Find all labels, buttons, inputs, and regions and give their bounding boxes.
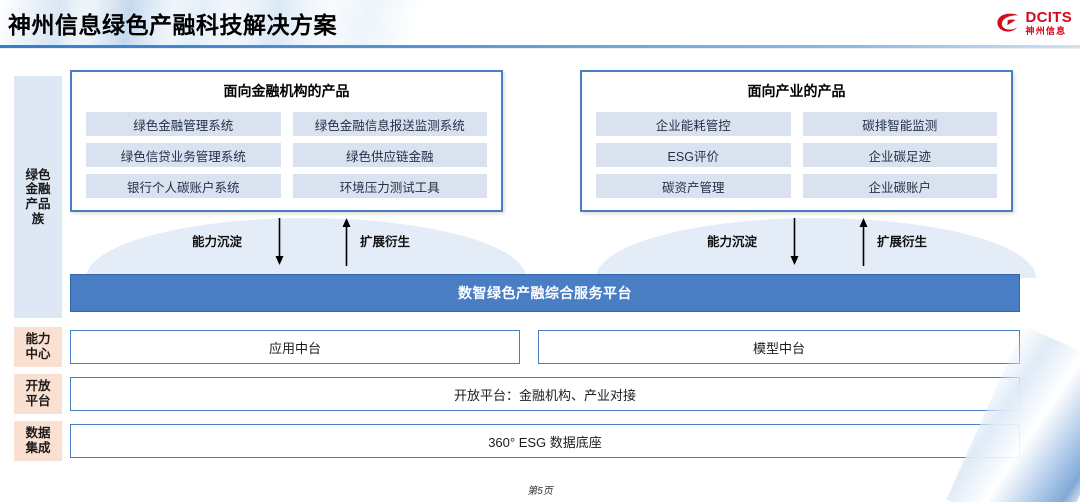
product-tile[interactable]: 绿色信贷业务管理系统 (86, 143, 281, 167)
sidebar-label-green-finance-products: 绿色金融产品族 (25, 167, 51, 226)
flow-label-right-down: 能力沉淀 (707, 235, 758, 249)
layer-box-open-platform[interactable]: 开放平台：金融机构、产业对接 (70, 377, 1020, 411)
product-tile[interactable]: 绿色供应链金融 (292, 143, 487, 167)
sidebar-label-data-integration: 数据集成 (25, 426, 51, 455)
page-title: 神州信息绿色产融科技解决方案 (8, 12, 337, 38)
brand-logo: DCITS 神州信息 (995, 8, 1073, 38)
product-group-industry: 面向产业的产品 企业能耗管控 碳排智能监测 ESG评价 企业碳足迹 碳资产管理 … (580, 70, 1013, 212)
product-tile[interactable]: 绿色金融管理系统 (86, 112, 281, 136)
platform-bar[interactable]: 数智绿色产融综合服务平台 (70, 274, 1020, 312)
sidebar-item-capability-center[interactable]: 能力中心 (14, 327, 62, 367)
product-tile[interactable]: 企业能耗管控 (596, 112, 791, 136)
header-divider-secondary (0, 48, 1080, 49)
logo-text-cn: 神州信息 (1025, 26, 1067, 36)
arrow-down-left-icon (274, 218, 285, 271)
layer-box-data-base[interactable]: 360° ESG 数据底座 (70, 424, 1020, 458)
header-decorative-streaks (0, 0, 430, 46)
layer-box-app-middle-platform[interactable]: 应用中台 (70, 330, 520, 364)
logo-wordmark: DCITS 神州信息 (1026, 10, 1073, 36)
layer-label-open-platform: 开放平台：金融机构、产业对接 (453, 387, 636, 403)
product-tile[interactable]: 碳资产管理 (596, 174, 791, 198)
platform-bar-label: 数智绿色产融综合服务平台 (458, 285, 632, 301)
product-tile[interactable]: 银行个人碳账户系统 (86, 174, 281, 198)
dcits-swoosh-icon (995, 12, 1021, 34)
flow-label-right-up: 扩展衍生 (877, 235, 928, 249)
sidebar-item-open-platform[interactable]: 开放平台 (14, 374, 62, 414)
flow-hill-right (596, 218, 1036, 278)
sidebar-item-data-integration[interactable]: 数据集成 (14, 421, 62, 461)
header-divider (0, 45, 1080, 48)
arrow-up-left-icon (341, 218, 352, 271)
logo-text-en: DCITS (1025, 9, 1072, 26)
product-tile[interactable]: ESG评价 (596, 143, 791, 167)
sidebar-label-open-platform: 开放平台 (25, 379, 51, 408)
sidebar-item-green-finance-products[interactable]: 绿色金融产品族 (14, 76, 62, 318)
layer-label-data-base: 360° ESG 数据底座 (488, 434, 602, 450)
layer-box-model-middle-platform[interactable]: 模型中台 (538, 330, 1020, 364)
product-group-financial-institutions: 面向金融机构的产品 绿色金融管理系统 绿色金融信息报送监测系统 绿色信贷业务管理… (70, 70, 503, 212)
product-tile[interactable]: 企业碳账户 (802, 174, 997, 198)
product-group-title-financial-institutions: 面向金融机构的产品 (223, 83, 350, 99)
flow-label-left-up: 扩展衍生 (360, 235, 411, 249)
product-tile[interactable]: 碳排智能监测 (802, 112, 997, 136)
arrow-down-right-icon (789, 218, 800, 271)
product-group-title-industry: 面向产业的产品 (747, 83, 846, 99)
slide-header: 神州信息绿色产融科技解决方案 (0, 0, 1080, 46)
layer-label-app-middle-platform: 应用中台 (268, 340, 321, 356)
layer-label-model-middle-platform: 模型中台 (752, 340, 805, 356)
product-tile-grid-industry: 企业能耗管控 碳排智能监测 ESG评价 企业碳足迹 碳资产管理 企业碳账户 (582, 101, 1011, 210)
sidebar-label-capability-center: 能力中心 (25, 332, 51, 361)
product-tile[interactable]: 企业碳足迹 (802, 143, 997, 167)
product-tile[interactable]: 环境压力测试工具 (292, 174, 487, 198)
product-tile-grid-financial-institutions: 绿色金融管理系统 绿色金融信息报送监测系统 绿色信贷业务管理系统 绿色供应链金融… (72, 101, 501, 210)
footer-page-number: 第5页 (527, 486, 553, 497)
arrow-up-right-icon (858, 218, 869, 271)
flow-label-left-down: 能力沉淀 (192, 235, 243, 249)
flow-hill-left (86, 218, 526, 278)
product-tile[interactable]: 绿色金融信息报送监测系统 (292, 112, 487, 136)
